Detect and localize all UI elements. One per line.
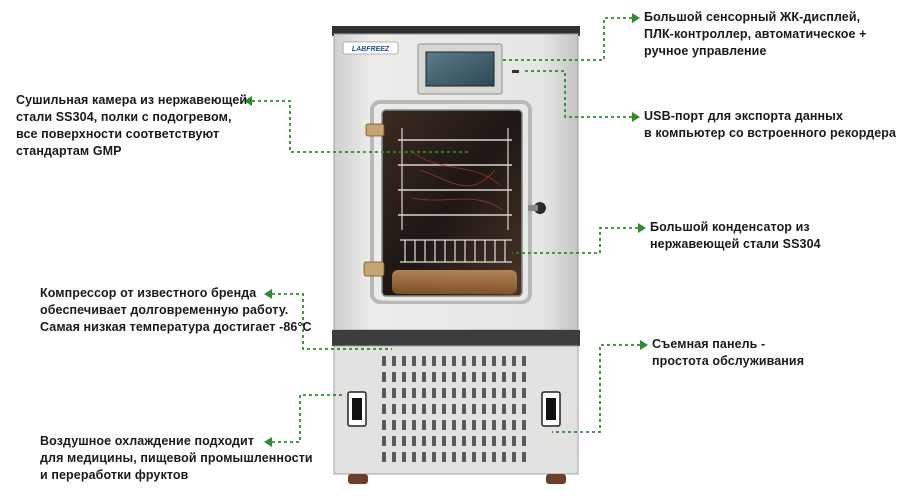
arrowhead-compressor [264, 289, 272, 299]
callout-usb-line: USB-порт для экспорта данных [644, 109, 844, 123]
callout-compressor-line: Компрессор от известного бренда [40, 286, 257, 300]
callout-panel-line: простота обслуживания [652, 354, 805, 368]
leader-condenser [512, 227, 638, 254]
usb-port [512, 70, 519, 73]
leader-panel [552, 344, 640, 433]
callout-condenser-line: Большой конденсатор из [650, 220, 810, 234]
leader-cooling [272, 394, 343, 443]
callout-cooling-line: и переработки фруктов [40, 468, 189, 482]
arrowhead-display [632, 13, 640, 23]
upper-hinge [365, 123, 385, 137]
callout-compressor-line: Самая низкая температура достигает -86°C [40, 320, 312, 334]
callout-usb: USB-порт для экспорта данных в компьютер… [644, 108, 896, 142]
callout-panel-line: Съемная панель - [652, 337, 766, 351]
separator-band [332, 330, 580, 346]
callout-chamber-line: Сушильная камера из нержавеющей [16, 93, 248, 107]
arrowhead-panel [640, 340, 648, 350]
callout-usb-line: в компьютер со встроенного рекордера [644, 126, 897, 140]
leader-display [500, 17, 632, 61]
callout-display-line: Большой сенсорный ЖК-дисплей, [644, 10, 861, 24]
door-glass [381, 109, 523, 297]
chamber-base [392, 270, 517, 294]
callout-cooling: Воздушное охлаждение подходит для медици… [40, 433, 313, 484]
callout-chamber: Сушильная камера из нержавеющей стали SS… [16, 92, 247, 160]
touch-display-screen [425, 51, 495, 87]
condenser-coils [400, 239, 512, 263]
callout-display-line: ручное управление [644, 44, 767, 58]
drying-shelves [398, 128, 512, 230]
leader-chamber [252, 100, 470, 153]
vent-grille [382, 356, 526, 462]
callout-cooling-line: для медицины, пищевой промышленности [40, 451, 313, 465]
callout-compressor: Компрессор от известного бренда обеспечи… [40, 285, 312, 336]
arrowhead-chamber [244, 96, 252, 106]
callout-display-line: ПЛК-контроллер, автоматическое + [644, 27, 867, 41]
lower-hinge [363, 261, 385, 277]
brand-logo: LABFREEZ [352, 46, 390, 53]
arrowhead-usb [632, 112, 640, 122]
callout-display: Большой сенсорный ЖК-дисплей, ПЛК-контро… [644, 9, 867, 60]
callout-chamber-line: стандартам GMP [16, 144, 122, 158]
top-cap [332, 26, 580, 36]
right-foot [546, 474, 566, 484]
callout-cooling-line: Воздушное охлаждение подходит [40, 434, 255, 448]
arrowhead-condenser [638, 223, 646, 233]
callout-chamber-line: стали SS304, полки с подогревом, [16, 110, 232, 124]
door-frame [370, 100, 532, 304]
callout-chamber-line: все поверхности соответствуют [16, 127, 220, 141]
callout-compressor-line: обеспечивает долговременную работу. [40, 303, 289, 317]
left-foot [348, 474, 368, 484]
callout-condenser-line: нержавеющей стали SS304 [650, 237, 821, 251]
leader-usb [522, 70, 632, 118]
arrowhead-cooling [264, 437, 272, 447]
callout-condenser: Большой конденсатор из нержавеющей стали… [650, 219, 821, 253]
callout-panel: Съемная панель - простота обслуживания [652, 336, 804, 370]
